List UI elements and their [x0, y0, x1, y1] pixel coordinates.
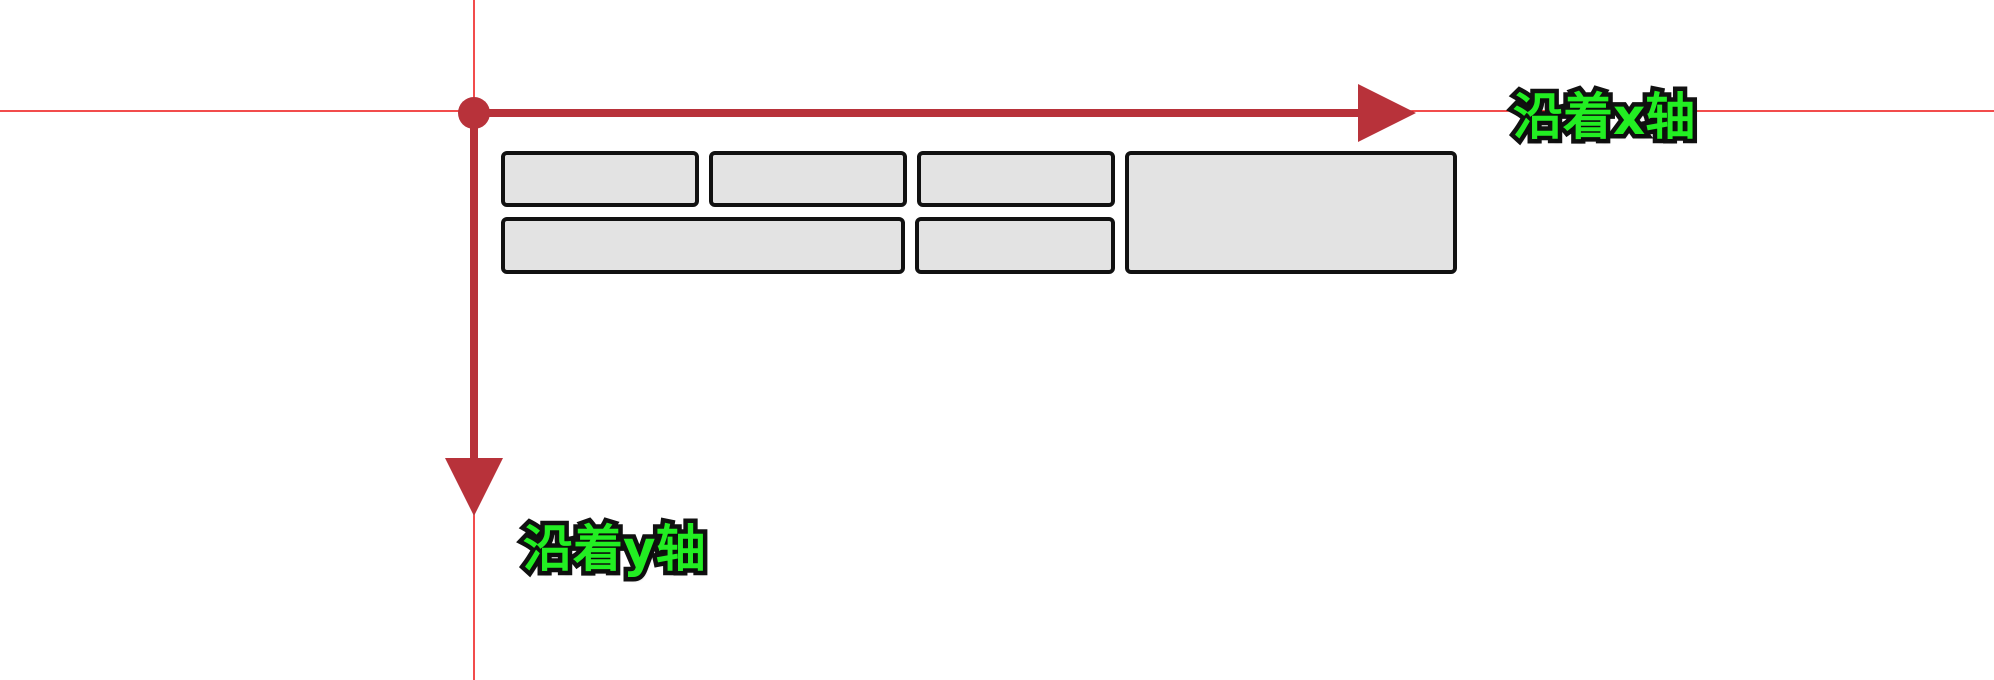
- grid-item-3: [917, 151, 1115, 207]
- grid-item-1: [501, 151, 699, 207]
- x-axis-arrowhead: [1358, 84, 1416, 142]
- grid-item-2: [709, 151, 907, 207]
- y-axis-label: 沿着y轴: [519, 520, 711, 579]
- grid-item-4: [1125, 151, 1457, 274]
- grid-item-5: [501, 217, 905, 274]
- y-axis-arrowhead: [445, 458, 503, 516]
- origin-dot: [458, 97, 490, 129]
- grid-item-6: [915, 217, 1115, 274]
- x-axis-label: 沿着x轴: [1508, 88, 1699, 147]
